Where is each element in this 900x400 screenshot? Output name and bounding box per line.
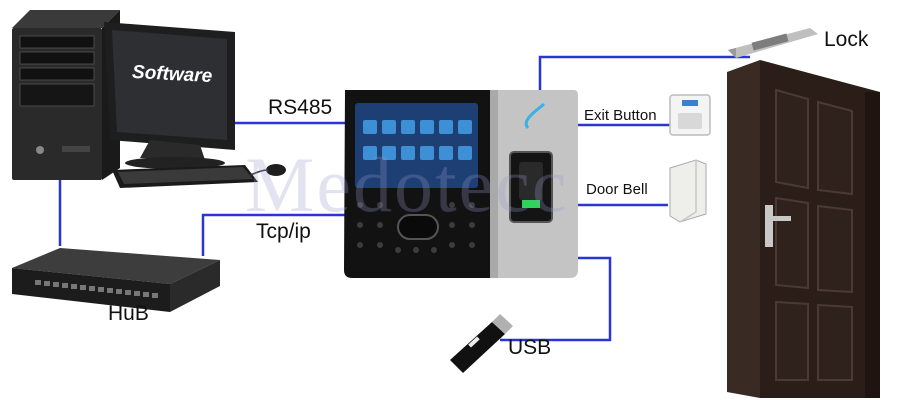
computer-tower-icon [12,10,120,180]
exit-button-icon [669,94,711,136]
camera-lens [397,214,439,240]
door-icon [727,60,880,398]
electric-lock-icon [728,28,818,58]
software-label: Software [131,61,213,88]
terminal-device-icon [344,90,578,278]
door-bell-icon [669,159,707,223]
lock-label: Lock [824,28,869,51]
monitor-icon [104,22,235,169]
door-bell-label: Door Bell [586,181,648,198]
network-hub-icon [12,248,220,312]
fingerprint-sensor-icon [509,151,553,223]
cable-hub-tcpip [201,213,350,256]
exit-button-label: Exit Button [584,107,657,124]
keyboard-icon [112,165,258,188]
watermark: Medotecc [245,141,569,228]
cable-usb [500,256,612,342]
usb-label: USB [508,336,552,359]
hub-label: HuB [108,302,149,325]
cable-lock [538,55,750,90]
rs485-label: RS485 [268,96,333,119]
mouse-icon [247,164,286,177]
tcpip-label: Tcp/ip [256,220,311,243]
usb-drive-icon [450,314,513,373]
cables [58,55,750,342]
